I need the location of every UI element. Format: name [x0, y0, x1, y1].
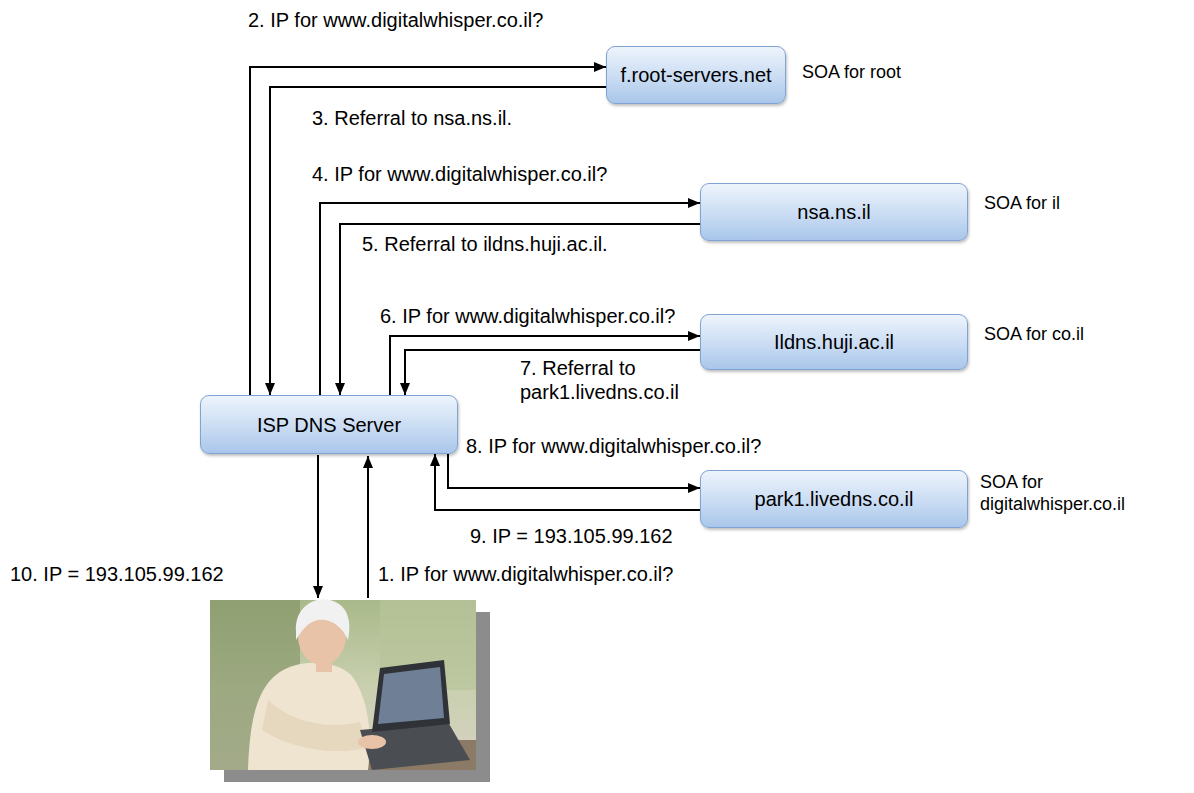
user-photo: [210, 599, 490, 782]
message-label: 6. IP for www.digitalwhisper.co.il?: [380, 304, 675, 328]
box-text-group: ISP DNS Server: [257, 413, 401, 437]
server-name: park1.livedns.co.il: [755, 487, 914, 511]
message-label: 1. IP for www.digitalwhisper.co.il?: [378, 562, 673, 586]
server-box: f.root-servers.net: [606, 46, 786, 104]
message-label: 3. Referral to nsa.ns.il.: [312, 106, 512, 130]
server-box: park1.livedns.co.il: [700, 470, 968, 528]
server-box: Ildns.huji.ac.il: [700, 314, 968, 370]
server-box: nsa.ns.il: [700, 183, 968, 241]
message-label: 7. Referral to park1.livedns.co.il: [520, 356, 690, 404]
dns-message-arrow: [435, 454, 700, 510]
message-label: 2. IP for www.digitalwhisper.co.il?: [248, 8, 543, 32]
server-name: nsa.ns.il: [797, 200, 870, 224]
answer-arrow: [317, 455, 319, 598]
dns-message-arrow: [448, 454, 700, 488]
server-name: Ildns.huji.ac.il: [774, 330, 894, 354]
box-text-group: f.root-servers.net: [620, 63, 771, 87]
soa-note: SOA for co.il: [984, 324, 1084, 346]
server-name: f.root-servers.net: [620, 63, 771, 87]
server-box: ISP DNS Server: [200, 395, 458, 454]
message-label: 5. Referral to ildns.huji.ac.il.: [362, 232, 608, 256]
server-name: ISP DNS Server: [257, 413, 401, 437]
dns-message-arrow: [250, 67, 606, 395]
message-label: 8. IP for www.digitalwhisper.co.il?: [466, 434, 761, 458]
box-text-group: nsa.ns.il: [797, 200, 870, 224]
soa-note: SOA for il: [984, 193, 1060, 215]
box-text-group: Ildns.huji.ac.il: [774, 330, 894, 354]
query-arrow: [367, 456, 369, 598]
box-text-group: park1.livedns.co.il: [755, 487, 914, 511]
message-label: 4. IP for www.digitalwhisper.co.il?: [312, 162, 607, 186]
dns-message-arrow: [320, 203, 700, 395]
message-label: 10. IP = 193.105.99.162: [10, 562, 224, 586]
soa-note: SOA for root: [802, 62, 901, 84]
message-label: 9. IP = 193.105.99.162: [470, 524, 673, 548]
soa-note: SOA for digitalwhisper.co.il: [980, 472, 1180, 515]
